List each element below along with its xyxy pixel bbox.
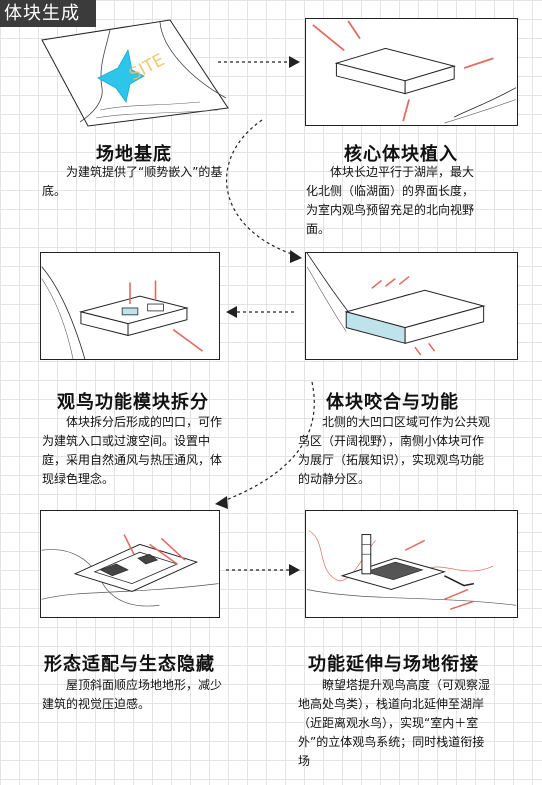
step5-desc: 屋顶斜面顺应场地地形，减少建筑的视觉压迫感。 — [42, 678, 223, 711]
step5-title: 形态适配与生态隐藏 — [44, 654, 215, 675]
step1-desc: 为建筑提供了“顺势嵌入”的基底。 — [42, 165, 223, 198]
page-title: 体块生成 — [0, 0, 96, 27]
step3-desc: 体块拆分后形成的凹口，可作为建筑入口或过渡空间。设置中庭，采用自然通风与热压通风… — [42, 415, 223, 486]
step6-title: 功能延伸与场地衔接 — [308, 654, 479, 675]
step2-desc: 体块长边平行于湖岸，最大化北侧（临湖面）的界面长度，为室内观鸟预留充足的北向视野… — [306, 165, 475, 236]
step4-title: 体块咬合与功能 — [326, 392, 459, 413]
interlock-diagram — [306, 253, 486, 356]
arrowhead-3 — [226, 306, 237, 318]
extension-panel — [305, 510, 518, 618]
step1-title: 场地基底 — [96, 144, 172, 165]
arrowhead-5 — [289, 564, 300, 576]
step6-desc: 瞭望塔提升观鸟高度（可观察湿地高处鸟类），栈道向北延伸至湖岸（近距离观水鸟），实… — [298, 678, 491, 768]
adaptive-form-diagram — [41, 534, 219, 607]
arrowhead-1 — [289, 56, 300, 68]
site-base-panel: SITE — [40, 18, 230, 128]
step2-title: 核心体块植入 — [344, 144, 458, 165]
module-split-panel — [40, 252, 220, 360]
adaptive-form-panel — [40, 510, 220, 618]
extension-diagram — [306, 530, 517, 610]
arrowhead-2 — [290, 250, 302, 263]
core-volume-panel — [305, 18, 518, 126]
step3-title: 观鸟功能模块拆分 — [57, 392, 209, 413]
arrowhead-4 — [215, 496, 228, 509]
interlock-panel — [305, 252, 518, 360]
module-split-diagram — [41, 266, 204, 359]
site-base-diagram: SITE — [41, 19, 229, 127]
step4-desc: 北侧的大凹口区域可作为公共观鸟区（开阔视野），南侧小体块可作为展厅（拓展知识），… — [298, 415, 491, 486]
core-volume-diagram — [312, 20, 517, 124]
